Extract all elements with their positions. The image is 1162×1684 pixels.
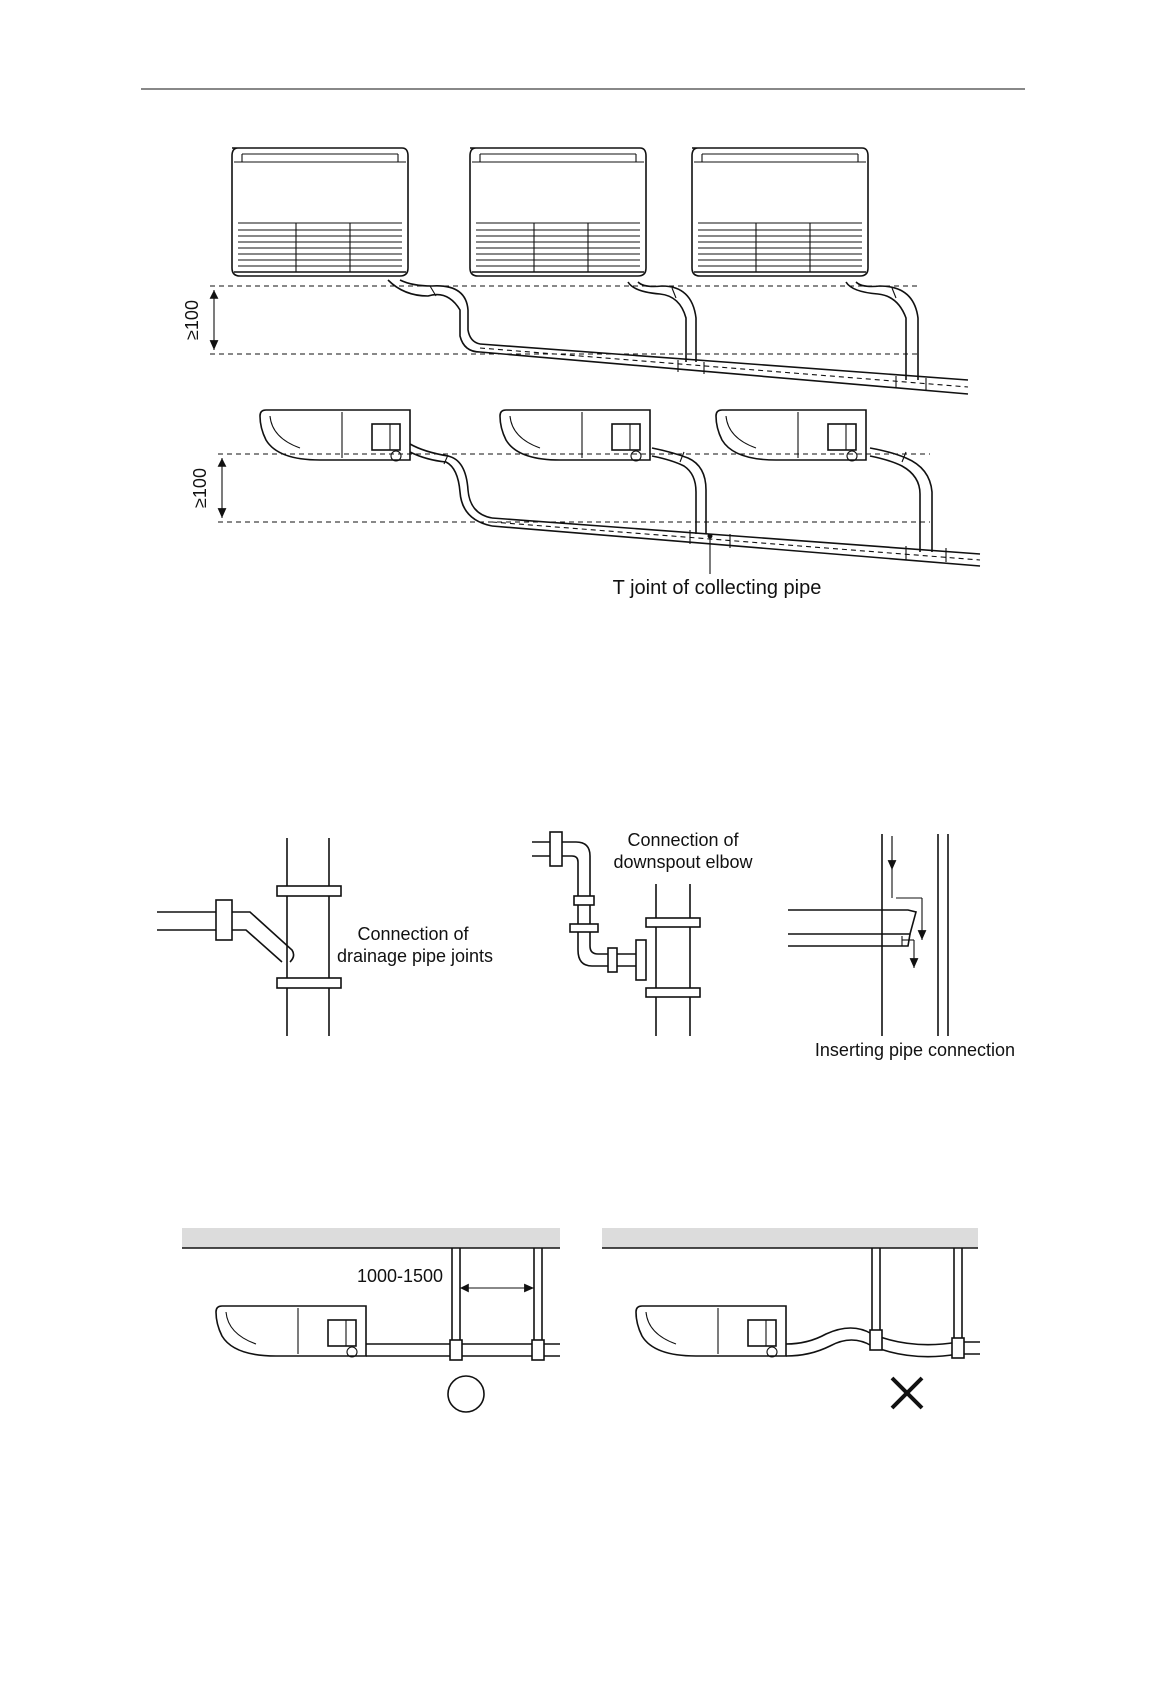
inserting-pipe-detail xyxy=(788,834,948,1036)
top-clearance-guides xyxy=(210,286,920,354)
inserting-connection-label: Inserting pipe connection xyxy=(815,1040,1015,1060)
t-joint-label: T joint of collecting pipe xyxy=(613,577,822,599)
middle-drain-pipes xyxy=(410,444,980,574)
elbow-connection-label-1: Connection of xyxy=(627,830,739,850)
joint-connection-label-1: Connection of xyxy=(357,924,469,944)
clearance-label-bottom: ≥100 xyxy=(190,468,210,508)
joint-connection-label-2: drainage pipe joints xyxy=(337,946,493,966)
duct-units-row xyxy=(260,410,866,461)
cassette-units-row xyxy=(232,148,868,276)
incorrect-support-diagram xyxy=(602,1228,980,1408)
correct-support-diagram xyxy=(182,1228,560,1412)
middle-clearance-guides xyxy=(218,454,930,522)
elbow-connection-label-2: downspout elbow xyxy=(613,852,753,872)
clearance-label-top: ≥100 xyxy=(182,300,202,340)
support-spacing-label: 1000-1500 xyxy=(357,1266,443,1286)
drainage-joint-detail xyxy=(157,838,341,1036)
top-drain-pipes xyxy=(388,280,968,394)
